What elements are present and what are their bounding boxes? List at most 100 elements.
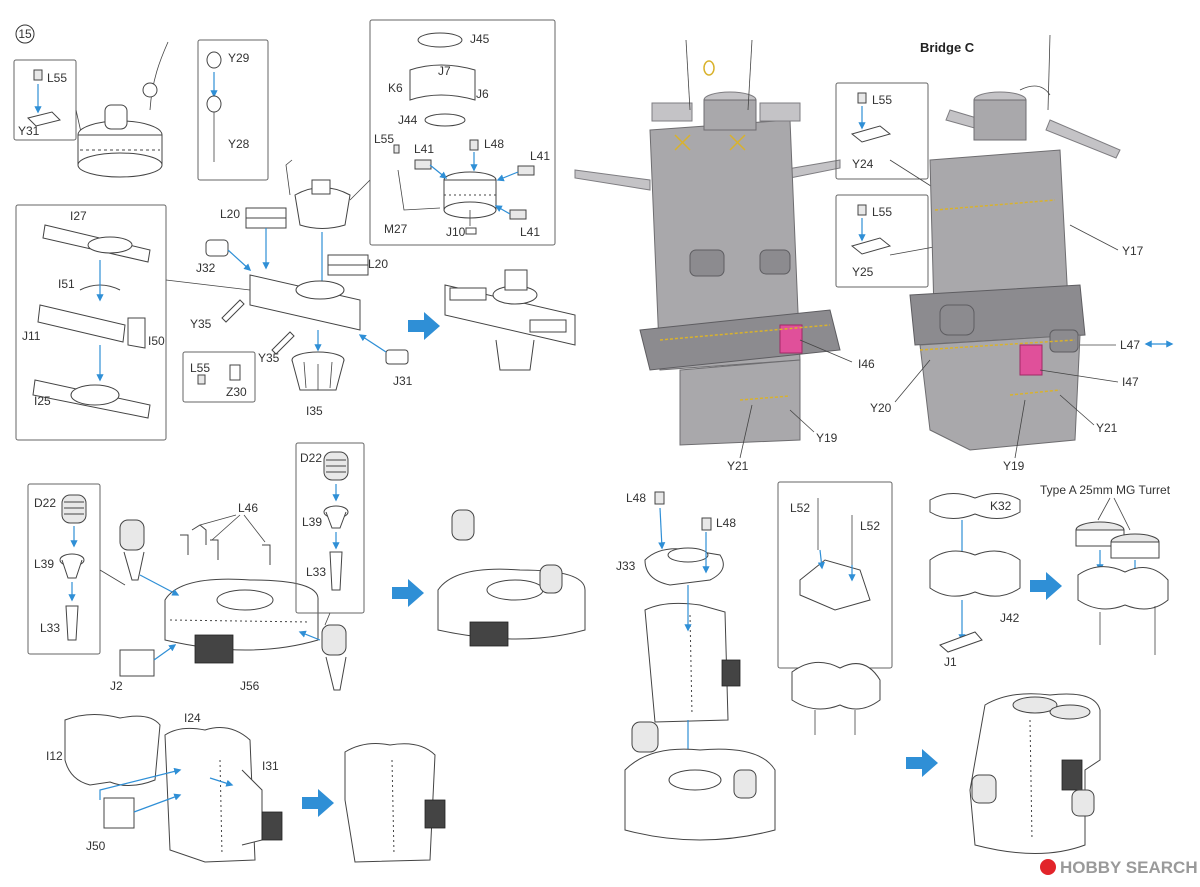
part-j11: [37, 304, 126, 343]
part-l55-small: [33, 69, 43, 81]
label-j44: J44: [398, 113, 418, 127]
label-i25: I25: [34, 394, 51, 408]
part-j7: [409, 64, 476, 101]
watermark-text: HOBBY SEARCH: [1060, 858, 1198, 877]
label-y28: Y28: [228, 137, 250, 151]
label-l46: L46: [238, 501, 258, 515]
bridge-tower-right: [909, 34, 1121, 451]
label-j33: J33: [616, 559, 636, 573]
label-j42: J42: [1000, 611, 1020, 625]
inset-box-deck: I27 I51 J11 I50 I25: [15, 204, 251, 441]
part-y31-shape: [27, 111, 61, 127]
label-l52-b: L52: [860, 519, 880, 533]
searchlight-assembly: [77, 41, 169, 178]
label-l20-b: L20: [368, 257, 388, 271]
label-j11: J11: [22, 329, 41, 343]
inset-box-bridge-top: J45 J7 K6 J6 J44 L48 L41 L41 L41 L55: [349, 19, 556, 246]
label-l55-d: L55: [872, 93, 892, 107]
label-y20: Y20: [870, 401, 892, 415]
label-l33-b: L33: [306, 565, 326, 579]
lower-bridge-assembled: [969, 693, 1101, 854]
label-j32: J32: [196, 261, 216, 275]
label-k32: K32: [990, 499, 1012, 513]
label-j45: J45: [470, 32, 490, 46]
part-j45: [417, 32, 463, 48]
label-l47: L47: [1120, 338, 1140, 352]
part-j32: [205, 239, 229, 257]
label-i50: I50: [148, 334, 165, 348]
part-i12: [64, 714, 161, 786]
step-number-text: 15: [18, 27, 32, 41]
step-arrow-5: [906, 749, 938, 777]
part-j44: [424, 113, 466, 127]
label-l39-a: L39: [34, 557, 54, 571]
label-y19-a: Y19: [816, 431, 838, 445]
step-number: 15: [15, 24, 35, 44]
part-y29-y28: Y29 Y28: [197, 39, 269, 181]
bottom-tower-assembled: [344, 743, 446, 863]
label-i47: I47: [1122, 375, 1139, 389]
label-y31: Y31: [18, 124, 40, 138]
label-i46: I46: [858, 357, 875, 371]
label-y24: Y24: [852, 157, 874, 171]
lower-center-assembly: L48 L48 J33: [616, 491, 776, 841]
label-j2: J2: [110, 679, 123, 693]
label-d22-b: D22: [300, 451, 322, 465]
label-j6: J6: [476, 87, 489, 101]
label-j1: J1: [944, 655, 957, 669]
label-d22-a: D22: [34, 496, 56, 510]
deck-j56-assembled: [437, 509, 586, 647]
deck-j56: L46 J2 J56: [110, 501, 347, 693]
label-l20-a: L20: [220, 207, 240, 221]
step-arrow-4: [302, 789, 334, 817]
label-l41-b: L41: [530, 149, 550, 163]
label-l48-c: L48: [716, 516, 736, 530]
label-j31: J31: [393, 374, 413, 388]
label-l33-a: L33: [40, 621, 60, 635]
label-l48: L48: [484, 137, 504, 151]
label-y21-a: Y21: [727, 459, 749, 473]
step-arrow-1: [408, 312, 440, 340]
inset-box-y24: L55 Y24: [835, 82, 946, 196]
label-l41-a: L41: [414, 142, 434, 156]
step-arrow-2: [392, 579, 424, 607]
part-j1: [939, 631, 983, 653]
middle-bridge-assembled: [444, 269, 576, 371]
label-y35-a: Y35: [190, 317, 212, 331]
inset-box-d22-right: D22 L39 L33: [295, 442, 365, 626]
label-l48-b: L48: [626, 491, 646, 505]
label-j50: J50: [86, 839, 106, 853]
label-y29: Y29: [228, 51, 250, 65]
inset-box-d22-left: D22 L39 L33: [27, 483, 126, 655]
hobby-search-logo-icon: [1040, 859, 1056, 875]
turret-base-parts: K32 J42 J1: [929, 493, 1021, 669]
label-y25: Y25: [852, 265, 874, 279]
label-l55-e: L55: [872, 205, 892, 219]
watermark-hobby-search: HOBBY SEARCH: [1040, 858, 1198, 877]
upper-bridge-part: [285, 159, 351, 292]
label-l52-a: L52: [790, 501, 810, 515]
bottom-tower-parts: I12 I24 I31 J50: [46, 711, 283, 863]
part-small-base: [791, 661, 881, 735]
part-j42: [929, 550, 1021, 597]
label-i24: I24: [184, 711, 201, 725]
bridge-tower-left: [574, 39, 841, 446]
label-y21-b: Y21: [1096, 421, 1118, 435]
label-j56: J56: [240, 679, 260, 693]
title-mg-turret: Type A 25mm MG Turret: [1040, 483, 1171, 497]
label-i31: I31: [262, 759, 279, 773]
label-k6: K6: [388, 81, 403, 95]
label-i35: I35: [306, 404, 323, 418]
label-m27: M27: [384, 222, 408, 236]
part-j31: [385, 349, 409, 365]
mg-turret-assembly: Type A 25mm MG Turret: [1040, 483, 1171, 655]
part-j2: [119, 649, 155, 677]
label-y19-b: Y19: [1003, 459, 1025, 473]
label-j7: J7: [438, 64, 451, 78]
label-l39-b: L39: [302, 515, 322, 529]
part-k32: [929, 493, 1021, 519]
label-i27: I27: [70, 209, 87, 223]
inset-box-l52: L52 L52: [777, 481, 893, 681]
label-i12: I12: [46, 749, 63, 763]
